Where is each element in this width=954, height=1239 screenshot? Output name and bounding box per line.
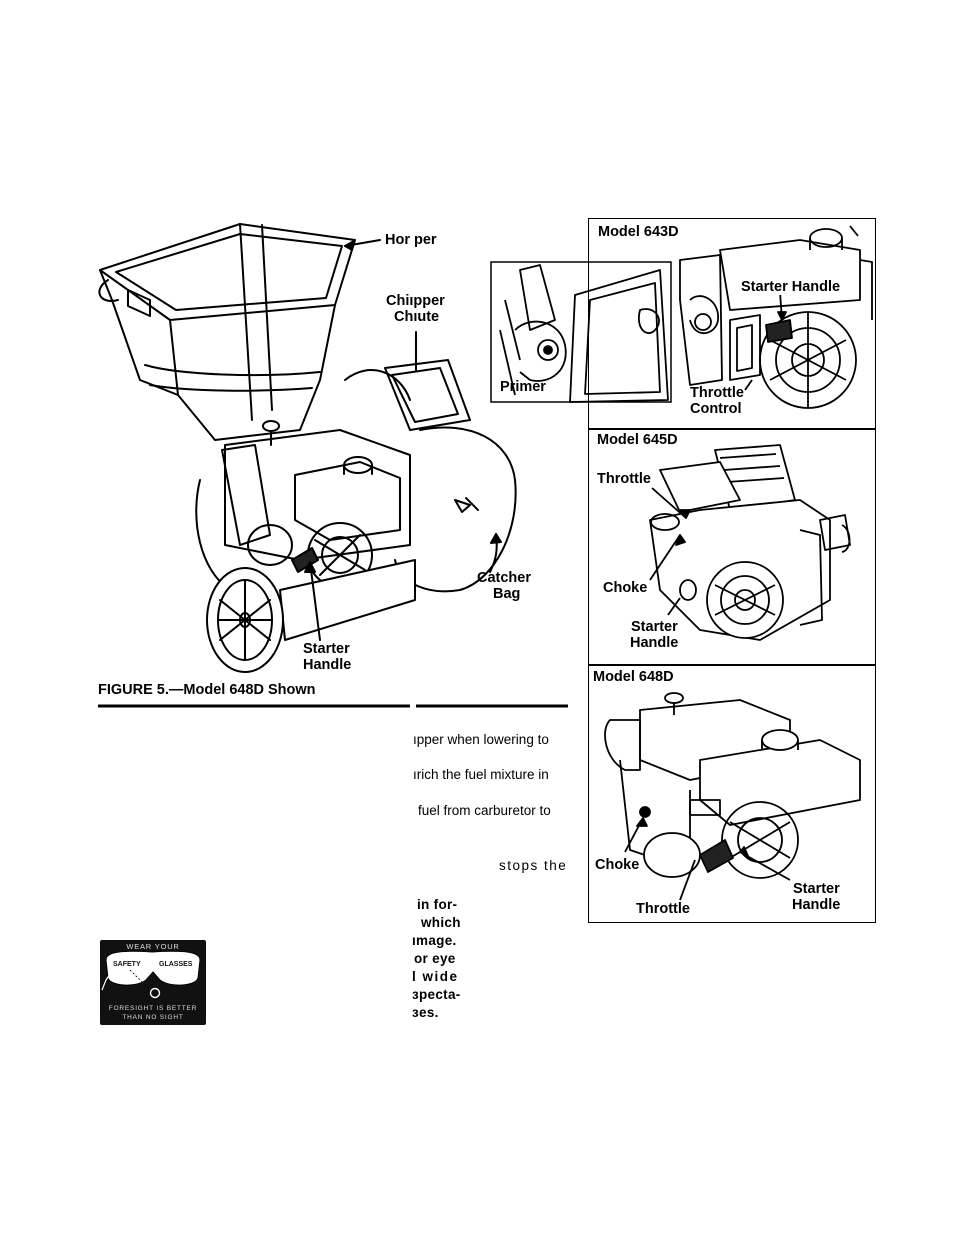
model-645d-starter-handle-line2: Handle <box>630 635 679 651</box>
badge-right-lens-text: GLASSES <box>159 961 193 968</box>
text-fragment-2: ırich the fuel mixture in <box>413 767 549 782</box>
text-fragment-1: ıpper when lowering to <box>413 732 549 747</box>
model-648d-starter-handle-line1: Starter <box>793 881 840 897</box>
model-648d-title: Model 648D <box>593 669 674 685</box>
bold-fragment-1: in for- <box>417 897 458 912</box>
starter-handle-label-line1: Starter <box>303 641 350 657</box>
primer-label: Primer <box>500 379 546 395</box>
bold-fragment-5: l wide <box>412 969 459 984</box>
model-645d-panel <box>588 428 876 666</box>
badge-bottom-line2: THAN NO SIGHT <box>122 1014 184 1021</box>
bold-fragment-2: which <box>421 915 461 930</box>
model-643d-starter-handle: Starter Handle <box>739 279 843 295</box>
model-645d-choke-label: Choke <box>603 580 648 596</box>
bold-fragment-7: ɜes. <box>412 1005 439 1020</box>
badge-bottom-line1: FORESIGHT IS BETTER <box>108 1005 198 1012</box>
catcher-bag-label-line2: Bag <box>493 586 521 602</box>
model-643d-title: Model 643D <box>598 224 679 240</box>
safety-glasses-icon <box>101 950 201 999</box>
model-645d-throttle-label: Throttle <box>597 471 651 487</box>
bold-fragment-6: ɜpecta- <box>412 987 461 1002</box>
catcher-bag-label-line1: Catcher <box>477 570 531 586</box>
bold-fragment-3: ımage. <box>412 933 457 948</box>
badge-top-text: WEAR YOUR <box>126 942 180 951</box>
chipper-chute-label-line2: Chıute <box>394 309 440 325</box>
model-643d-panel <box>588 218 876 430</box>
model-643d-throttle-control-line1: Throttle <box>690 385 744 401</box>
model-643d-throttle-control-line2: Control <box>690 401 742 417</box>
badge-left-lens-text: SAFETY <box>113 961 141 968</box>
model-645d-title: Model 645D <box>597 432 678 448</box>
chipper-chute-label-line1: Chiıpper <box>386 293 445 309</box>
model-648d-panel <box>588 664 876 923</box>
model-648d-throttle-label: Throttle <box>636 901 690 917</box>
figure-caption: FIGURE 5.—Model 648D Shown <box>98 682 316 698</box>
text-fragment-3: fuel from carburetor to <box>418 803 551 818</box>
safety-glasses-badge: WEAR YOUR SAFETY GLASSES FORESIGHT IS BE… <box>100 940 206 1025</box>
text-fragment-4: stops the <box>499 858 568 873</box>
starter-handle-label-line2: Handle <box>303 657 352 673</box>
hopper-label: Hor per <box>385 232 437 248</box>
model-645d-starter-handle-line1: Starter <box>631 619 678 635</box>
bold-fragment-4: or eye <box>414 951 456 966</box>
model-648d-starter-handle-line2: Handle <box>792 897 841 913</box>
model-648d-choke-label: Choke <box>595 857 640 873</box>
